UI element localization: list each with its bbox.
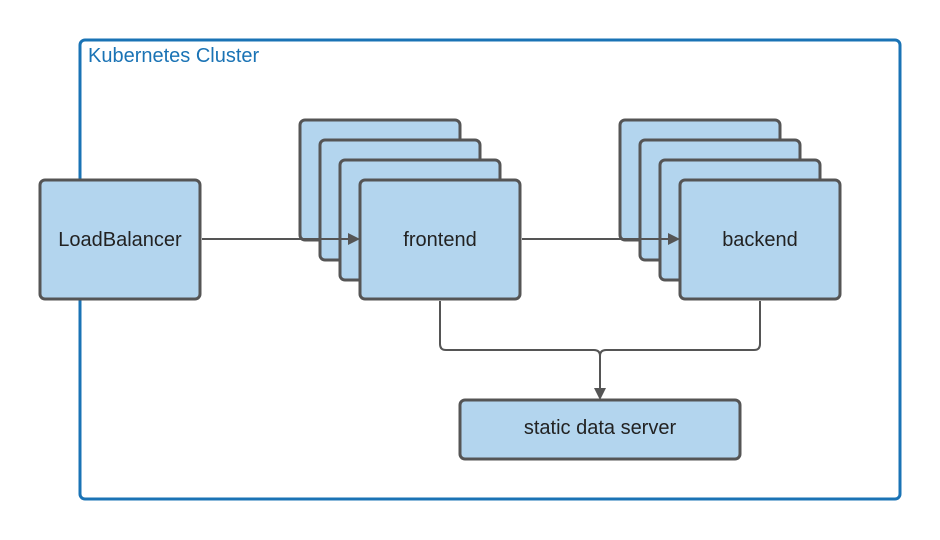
backend-node[interactable]: backend [618,118,842,301]
load-balancer-node[interactable]: LoadBalancer [38,178,202,301]
cluster-title: Kubernetes Cluster [88,45,260,67]
frontend-node[interactable]: frontend [298,118,522,301]
edge-backend-to-static-data-server [599,301,761,357]
static-data-server-label: static data server [524,417,677,439]
backend-label: backend [722,229,798,251]
backend-box [678,178,842,301]
load-balancer-label: LoadBalancer [58,229,182,251]
load-balancer-box [38,178,202,301]
static-data-server-node[interactable]: static data server [458,398,742,461]
frontend-box [358,178,522,301]
frontend-label: frontend [403,229,476,251]
static-data-server-box [458,398,742,461]
